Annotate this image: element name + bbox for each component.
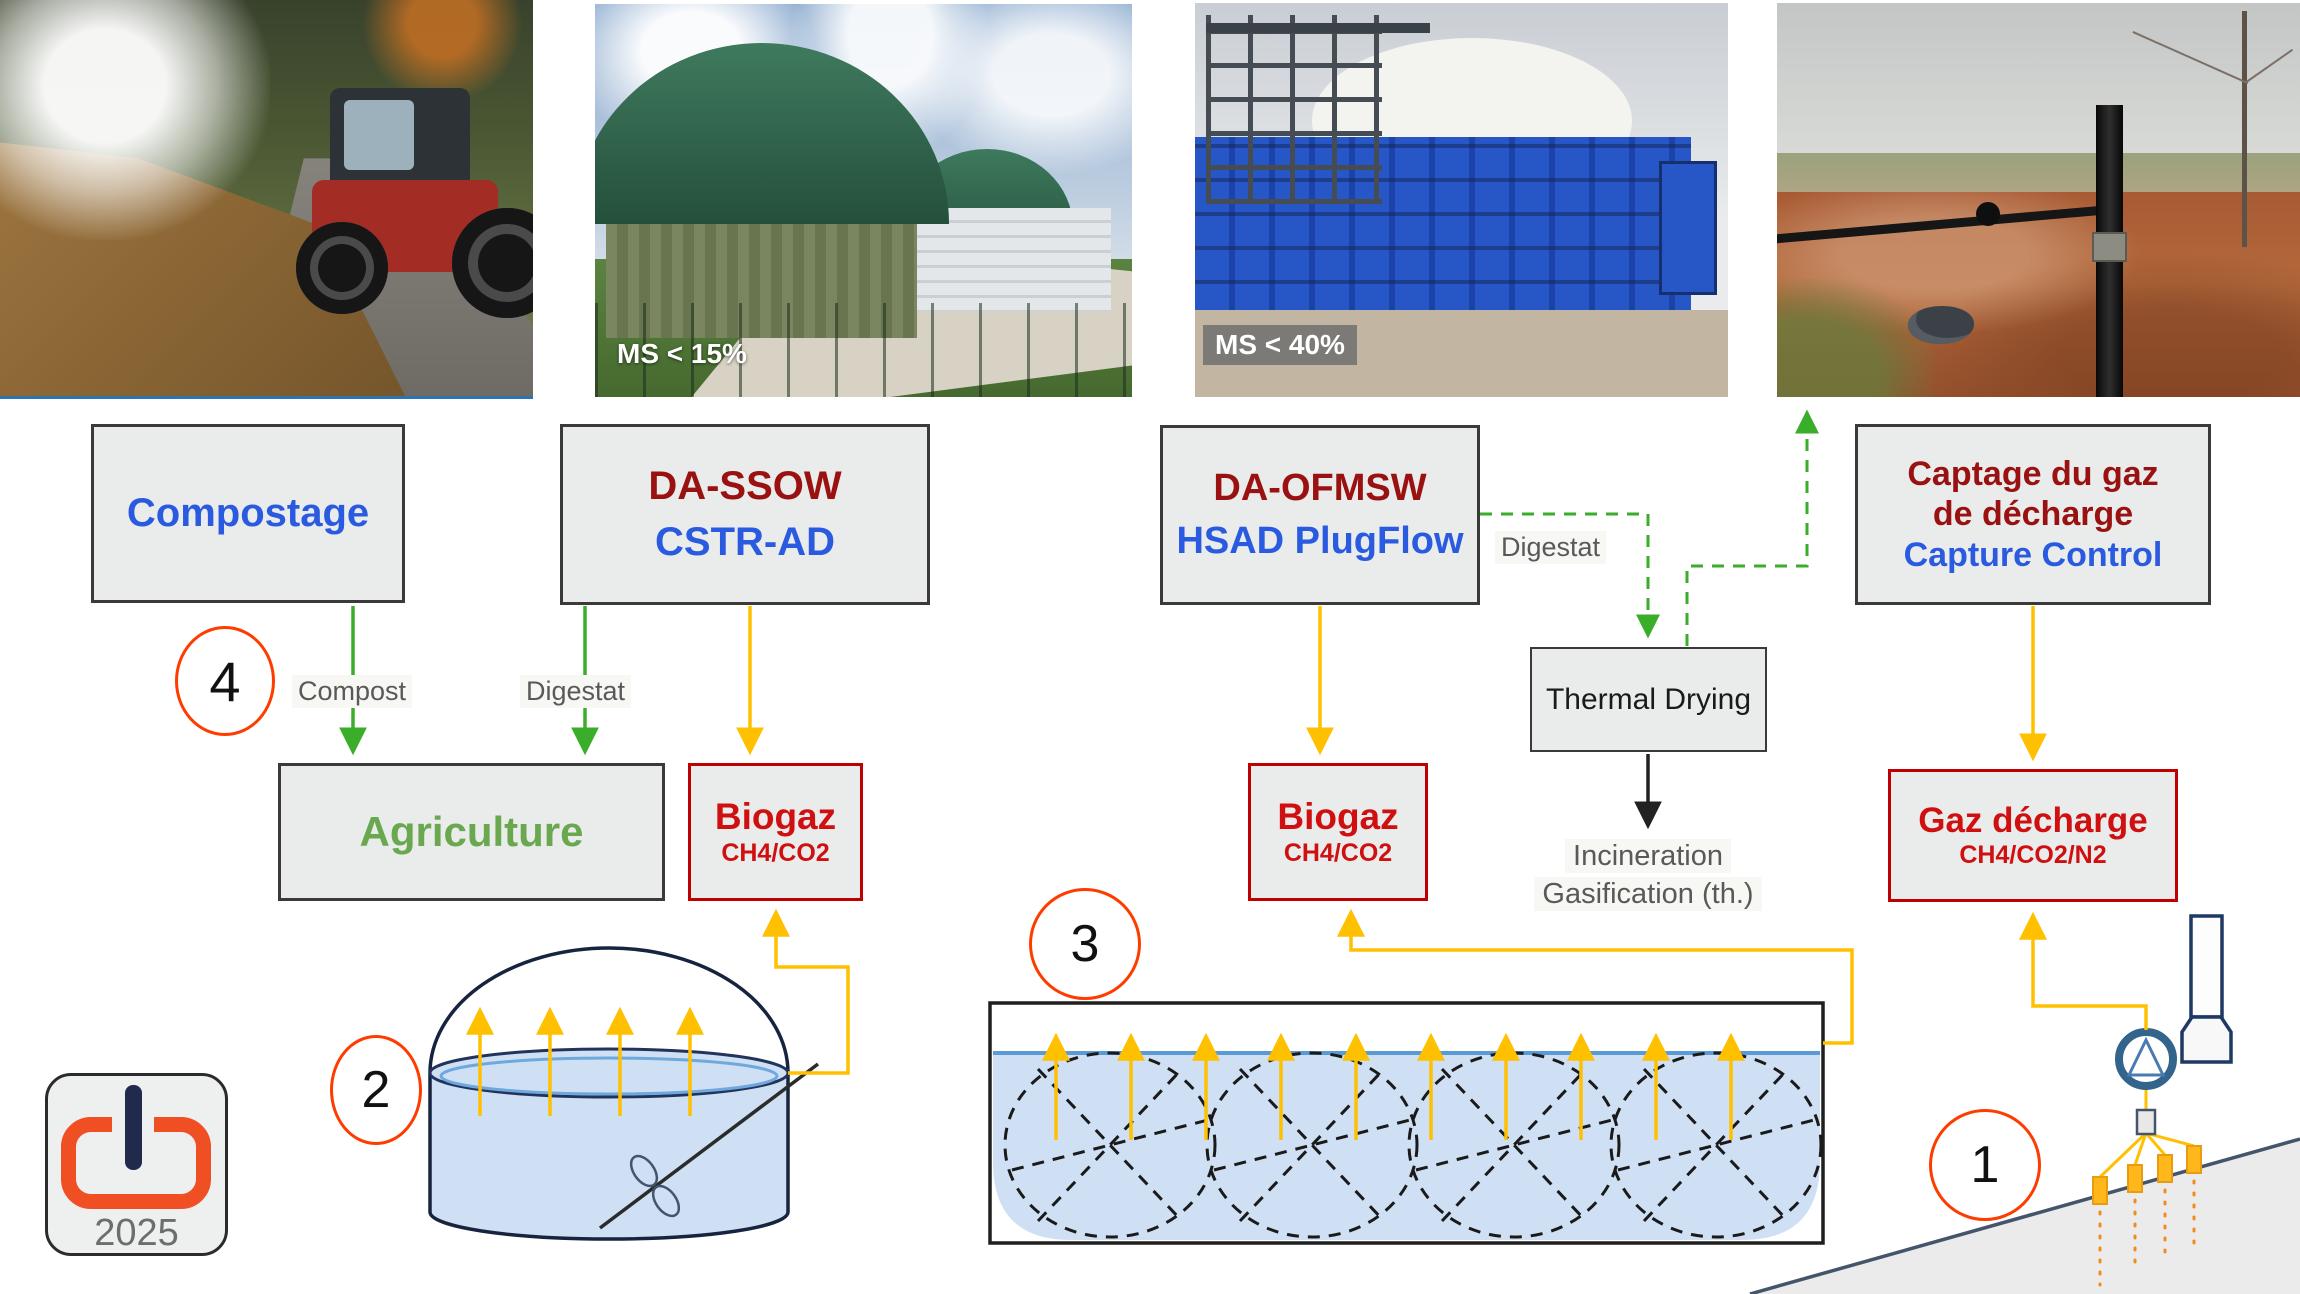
da-ofmsw-box: DA-OFMSW HSAD PlugFlow	[1160, 425, 1480, 605]
gaz-decharge-subtitle: CH4/CO2/N2	[1959, 841, 2107, 870]
gaz-decharge-box: Gaz décharge CH4/CO2/N2	[1888, 769, 2178, 902]
agriculture-label: Agriculture	[359, 808, 584, 856]
power-icon-bar	[125, 1085, 142, 1170]
logo-year: 2025	[94, 1212, 179, 1254]
tower-walkway	[1205, 22, 1430, 33]
stirrer-propeller	[629, 1154, 681, 1218]
step-circle-3: 3	[1029, 888, 1141, 1000]
biogas-up-arrows-plugflow	[1042, 1032, 1745, 1140]
tractor-wheel-left	[296, 222, 388, 314]
flare-base	[2180, 1015, 2233, 1064]
monitoring-pole	[2242, 10, 2248, 248]
manifold-block	[2135, 1108, 2157, 1136]
plastic-bag	[1907, 306, 1974, 345]
captage-line3: Capture Control	[1903, 535, 2163, 574]
well-heads	[2092, 1145, 2202, 1205]
well-dotted-lines	[2098, 1179, 2196, 1287]
gaz-decharge-title: Gaz décharge	[1918, 801, 2148, 841]
biogaz-subtitle: CH4/CO2	[1283, 839, 1393, 868]
digestat-flow-label-mid: Digestat	[1495, 531, 1607, 564]
incineration-label: Incineration Gasification (th.)	[1508, 838, 1788, 913]
biogaz-title: Biogaz	[1277, 796, 1399, 838]
thermal-drying-box: Thermal Drying	[1530, 647, 1767, 752]
thermal-to-landfill-path	[1685, 409, 1819, 646]
tank-rim	[428, 1047, 790, 1099]
tank-outline	[988, 1001, 1825, 1245]
cstr-tank-to-biogaz-pipe	[762, 908, 850, 1075]
blue-tank-right	[1658, 160, 1718, 295]
compostage-label: Compostage	[126, 490, 370, 535]
incineration-line2: Gasification (th.)	[1534, 876, 1762, 911]
step-circle-2: 2	[330, 1035, 422, 1145]
wellhead-clamp	[2091, 231, 2127, 262]
step-circle-4: 4	[175, 626, 275, 736]
da-ssow-box: DA-SSOW CSTR-AD	[560, 424, 930, 605]
photo-compost-windrow	[0, 0, 533, 399]
digestat-flow-label-left: Digestat	[520, 675, 632, 708]
digestat-dashed-paths	[1480, 409, 1819, 646]
steel-tank-right	[911, 208, 1111, 311]
step-circle-1: 1	[1929, 1109, 2041, 1221]
da-ssow-line2: CSTR-AD	[655, 519, 835, 564]
ms15-overlay-label: MS < 15%	[617, 338, 747, 369]
captage-box: Captage du gaz de décharge Capture Contr…	[1855, 424, 2211, 605]
biogaz-subtitle: CH4/CO2	[721, 839, 830, 868]
step-2-number: 2	[361, 1061, 391, 1119]
biogaz-title: Biogaz	[714, 796, 837, 838]
da-ssow-line1: DA-SSOW	[648, 464, 842, 509]
collector-fan-lines	[2098, 1131, 2195, 1179]
compostage-box: Compostage	[91, 424, 405, 603]
paddle-wheels	[1003, 1051, 1823, 1239]
stirrer-shaft	[598, 1062, 820, 1230]
captage-line2: de décharge	[1932, 495, 2134, 534]
tank-body	[428, 1073, 790, 1241]
step-3-number: 3	[1070, 915, 1100, 973]
biogaz-box-mid: Biogaz CH4/CO2	[1248, 763, 1428, 901]
plugflow-tank-schematic	[988, 1001, 1825, 1245]
photo-cstr-digesters: MS < 15%	[595, 4, 1132, 397]
conference-logo: 2025	[45, 1073, 228, 1256]
ofmsw-to-thermal-path	[1480, 512, 1660, 639]
captage-line1: Captage du gaz	[1907, 455, 2159, 494]
flare-stack	[2189, 914, 2224, 1019]
step-1-number: 1	[1970, 1136, 2000, 1194]
agriculture-box: Agriculture	[278, 763, 665, 901]
distant-fields	[1777, 152, 2300, 200]
pump-triangle	[2126, 1036, 2166, 1077]
gas-pump	[2115, 1028, 2177, 1090]
tank-liquid	[993, 1052, 1820, 1240]
da-ofmsw-line2: HSAD PlugFlow	[1176, 520, 1464, 562]
step-4-number: 4	[209, 649, 241, 713]
tractor-wheel-right	[452, 208, 533, 318]
plugflow-to-biogaz-pipe	[1337, 908, 1854, 1045]
pipe-valve	[1975, 201, 2000, 226]
thermal-drying-label: Thermal Drying	[1545, 682, 1752, 716]
fence-line	[595, 302, 1132, 397]
incineration-line1: Incineration	[1565, 839, 1731, 873]
landfill-capture-schematic	[2092, 914, 2233, 1287]
cstr-tank-schematic	[428, 946, 820, 1241]
biogas-up-arrows-cstr	[466, 1006, 704, 1116]
compost-flow-label: Compost	[292, 675, 413, 708]
yellow-gas-arrows	[736, 606, 2148, 1075]
tractor-window	[344, 100, 414, 170]
ms40-overlay-label: MS < 40%	[1203, 325, 1357, 365]
da-ofmsw-line1: DA-OFMSW	[1213, 467, 1427, 510]
biogaz-box-left: Biogaz CH4/CO2	[688, 763, 863, 901]
steel-frame-tower	[1205, 14, 1382, 204]
liquid-surface	[439, 1056, 779, 1096]
photo-landfill-well	[1777, 3, 2300, 397]
steam-plume	[0, 0, 270, 240]
pump-to-gazdecharge-pipe	[2019, 911, 2148, 1030]
green-patch	[1777, 278, 1934, 397]
photo-hsad-plant: MS < 40%	[1195, 3, 1728, 397]
